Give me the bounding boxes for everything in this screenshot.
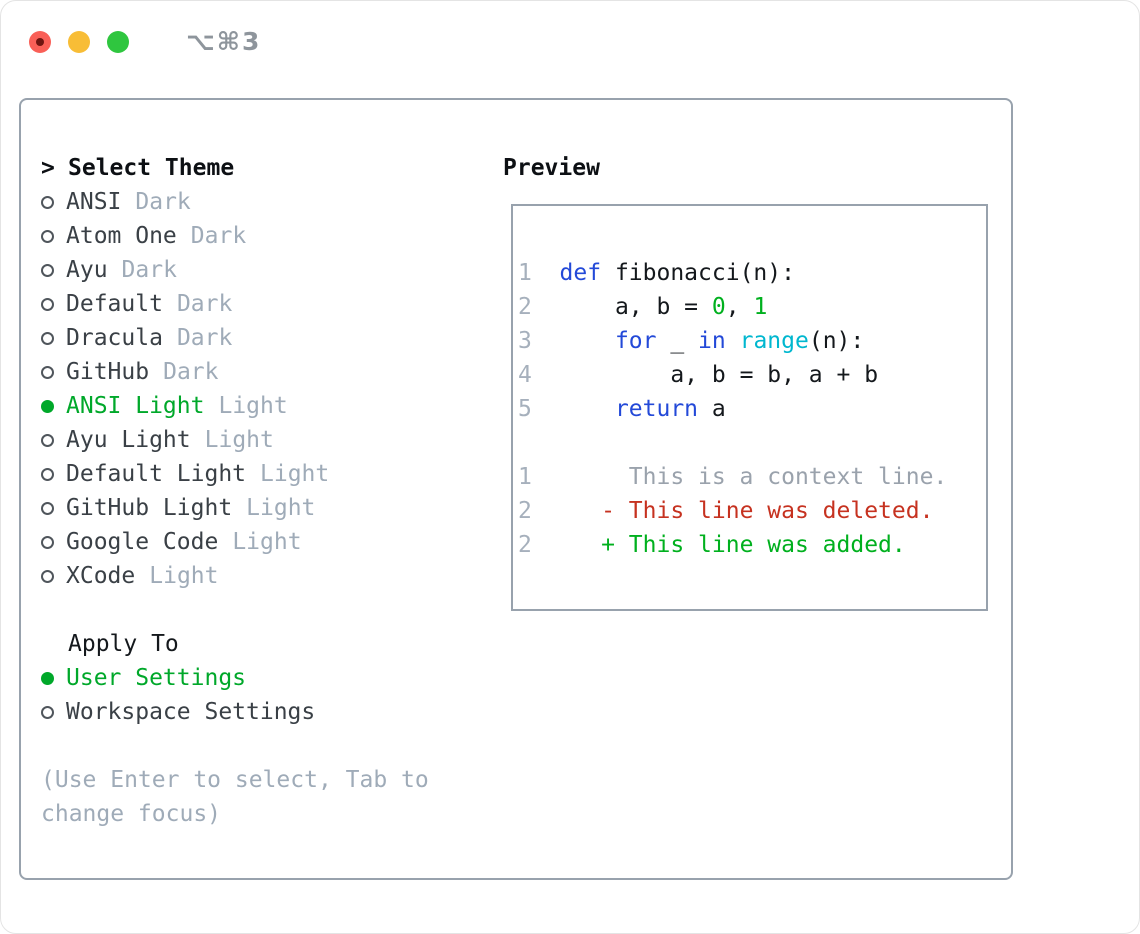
theme-label: Default Light (66, 461, 247, 487)
theme-label: Atom One (66, 223, 177, 249)
zoom-button[interactable] (107, 30, 129, 53)
diff-context-line: 1 This is a context line. (518, 464, 948, 490)
close-button[interactable] (29, 30, 51, 53)
prompt-icon: > (41, 155, 55, 181)
theme-option-github-dark[interactable]: GitHub Dark (41, 355, 429, 389)
line-number: 2 (518, 498, 602, 524)
radio-icon (41, 501, 54, 515)
spacer (41, 729, 429, 763)
diff-deleted-line: 2 - This line was deleted. (518, 498, 934, 524)
radio-icon (41, 365, 54, 379)
theme-variant: Light (260, 461, 330, 487)
theme-option-google-code[interactable]: Google Code Light (41, 525, 429, 559)
theme-option-ayu-dark[interactable]: Ayu Dark (41, 253, 429, 287)
hint-text-line1: (Use Enter to select, Tab to (41, 767, 429, 793)
theme-label: Dracula (66, 325, 163, 351)
spacer (41, 593, 429, 627)
theme-label: Ayu Light (66, 427, 191, 453)
theme-option-github-light[interactable]: GitHub Light Light (41, 491, 429, 525)
radio-selected-icon (41, 671, 54, 685)
apply-option-user-settings[interactable]: User Settings (41, 661, 429, 695)
hint-text-line2: change focus) (41, 801, 222, 827)
code-line-5: 5 return a (518, 396, 726, 422)
theme-option-dracula-dark[interactable]: Dracula Dark (41, 321, 429, 355)
theme-option-default-dark[interactable]: Default Dark (41, 287, 429, 321)
unsaved-dot-icon (36, 37, 44, 46)
theme-variant: Light (232, 529, 302, 555)
diff-added-line: 2 + This line was added. (518, 532, 906, 558)
apply-option-workspace-settings[interactable]: Workspace Settings (41, 695, 429, 729)
code-line-1: 1 def fibonacci(n): (518, 260, 795, 286)
titlebar: ⌥⌘3 (29, 27, 261, 56)
theme-option-ayu-light[interactable]: Ayu Light Light (41, 423, 429, 457)
blank-line (518, 426, 986, 460)
apply-to-title: Apply To (68, 631, 179, 657)
line-number: 1 (518, 464, 629, 490)
theme-label: Default (66, 291, 163, 317)
radio-icon (41, 433, 54, 447)
theme-variant: Dark (135, 189, 191, 215)
theme-picker-panel: > Select Theme ANSI Dark Atom One Dark Ay… (19, 98, 1013, 880)
apply-option-label: User Settings (66, 665, 247, 691)
theme-variant: Dark (190, 223, 247, 249)
radio-icon (41, 195, 54, 209)
line-number: 1 (518, 260, 560, 286)
line-number: 3 (518, 328, 615, 354)
radio-icon (41, 569, 54, 583)
theme-label: GitHub (66, 359, 150, 385)
theme-label: Ayu (66, 257, 108, 283)
minimize-button[interactable] (68, 30, 90, 53)
theme-variant: Light (218, 393, 288, 419)
radio-icon (41, 535, 54, 549)
theme-option-ansi-light[interactable]: ANSI Light Light (41, 389, 429, 423)
theme-option-xcode[interactable]: XCode Light (41, 559, 429, 593)
line-number: 4 (518, 362, 671, 388)
radio-icon (41, 229, 54, 243)
theme-variant: Light (246, 495, 316, 521)
theme-label: GitHub Light (66, 495, 233, 521)
line-number: 2 (518, 532, 602, 558)
theme-label: XCode (66, 563, 136, 589)
radio-icon (41, 297, 54, 311)
preview-title: Preview (503, 155, 600, 181)
theme-option-atom-one-dark[interactable]: Atom One Dark (41, 219, 429, 253)
radio-icon (41, 331, 54, 345)
code-line-3: 3 for _ in range(n): (518, 328, 865, 354)
radio-icon (41, 467, 54, 481)
apply-to-header: Apply To (41, 627, 429, 661)
radio-selected-icon (41, 399, 54, 413)
select-theme-header: > Select Theme (41, 151, 429, 185)
theme-label: ANSI (66, 189, 122, 215)
select-theme-title: Select Theme (68, 155, 235, 181)
theme-picker-column: > Select Theme ANSI Dark Atom One Dark Ay… (41, 151, 429, 831)
theme-label: Google Code (66, 529, 219, 555)
theme-label: ANSI Light (66, 393, 205, 419)
code-line-2: 2 a, b = 0, 1 (518, 294, 768, 320)
radio-icon (41, 263, 54, 277)
apply-option-label: Workspace Settings (66, 699, 316, 725)
theme-variant: Dark (121, 257, 177, 283)
theme-option-default-light[interactable]: Default Light Light (41, 457, 429, 491)
theme-variant: Light (149, 563, 219, 589)
theme-variant: Light (204, 427, 274, 453)
code-line-4: 4 a, b = b, a + b (518, 362, 879, 388)
theme-variant: Dark (176, 325, 233, 351)
radio-icon (41, 705, 54, 719)
line-number: 5 (518, 396, 615, 422)
line-number: 2 (518, 294, 615, 320)
theme-variant: Dark (176, 291, 233, 317)
preview-box: 1 def fibonacci(n): 2 a, b = 0, 1 3 for … (511, 204, 988, 611)
theme-variant: Dark (163, 359, 219, 385)
window-title: ⌥⌘3 (186, 27, 262, 56)
theme-option-ansi-dark[interactable]: ANSI Dark (41, 185, 429, 219)
